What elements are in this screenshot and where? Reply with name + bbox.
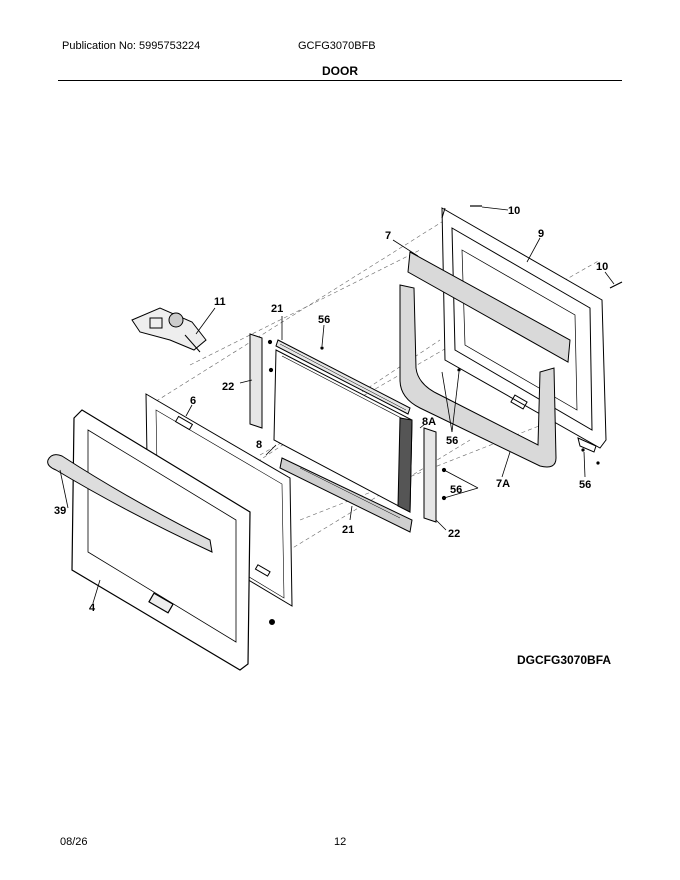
glass-channel-top	[275, 339, 411, 415]
callout-7: 7	[385, 230, 391, 242]
side-bracket-right	[423, 427, 447, 523]
callout-56a: 56	[318, 314, 330, 326]
page-number: 12	[334, 836, 347, 848]
callout-6: 6	[190, 395, 196, 407]
door-hinge	[131, 307, 207, 353]
callout-labels: 10 9 7 10 11 21 56 22 6 8A 56 8 39 56 7A…	[54, 205, 608, 614]
callout-11: 11	[214, 296, 226, 308]
glass-channel-bottom	[279, 457, 413, 533]
insulation-top	[407, 251, 571, 363]
callout-56c: 56	[450, 484, 462, 496]
callout-22a: 22	[222, 381, 234, 393]
outer-door-panel	[71, 409, 251, 671]
hinge-pins	[470, 205, 623, 289]
side-bracket-left	[249, 333, 274, 429]
header-rule	[58, 80, 622, 81]
insulation-u-shape	[399, 284, 557, 468]
callout-56b: 56	[446, 435, 458, 447]
callout-4: 4	[89, 602, 96, 614]
callout-10b: 10	[596, 261, 608, 273]
callout-8a: 8A	[422, 416, 436, 428]
callout-10a: 10	[508, 205, 520, 217]
callout-21b: 21	[342, 524, 354, 536]
publication-number: Publication No: 5995753224	[62, 40, 201, 52]
glass-panel	[273, 349, 413, 513]
section-title: DOOR	[322, 64, 358, 78]
screws	[320, 346, 600, 465]
footer-date: 08/26	[60, 836, 88, 848]
callout-21a: 21	[271, 303, 283, 315]
callout-9: 9	[538, 228, 544, 240]
door-handle	[47, 454, 213, 553]
callout-22b: 22	[448, 528, 460, 540]
leader-lines	[59, 206, 615, 604]
diagram-code: DGCFG3070BFA	[517, 653, 612, 667]
callout-8: 8	[256, 439, 262, 451]
callout-7a: 7A	[496, 478, 510, 490]
model-number: GCFG3070BFB	[298, 40, 376, 52]
callout-39: 39	[54, 505, 66, 517]
callout-56d: 56	[579, 479, 591, 491]
